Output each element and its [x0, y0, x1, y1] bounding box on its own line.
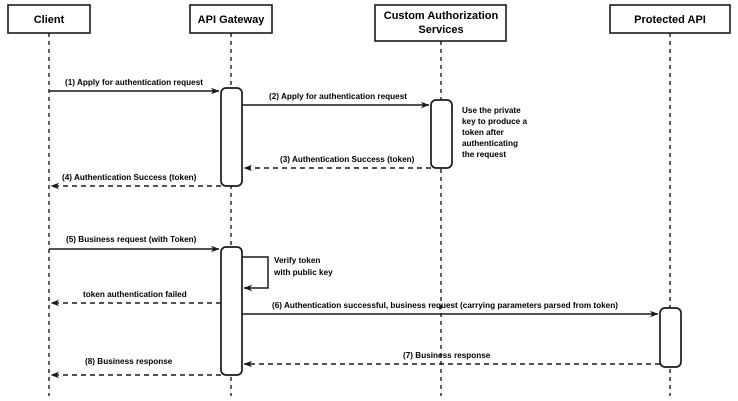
- actor-label-protected-api: Protected API: [634, 14, 706, 26]
- note-private-key: Use the private key to produce a token a…: [462, 106, 528, 159]
- actor-box-protected-api[interactable]: [609, 4, 731, 34]
- message-4[interactable]: (4) Authentication Success (token): [50, 173, 221, 190]
- actor-label-custom-authorization-services-line2: Services: [418, 24, 463, 36]
- activation-bar-api-gateway-auth: [220, 87, 243, 187]
- activation-bar-protected-api: [659, 307, 682, 368]
- message-5-label: (5) Business request (with Token): [66, 235, 197, 244]
- message-3-label: (3) Authentication Success (token): [280, 155, 415, 164]
- message-5[interactable]: (5) Business request (with Token): [49, 235, 220, 253]
- activation-bar-api-gateway-business: [220, 246, 243, 376]
- message-6-label: (6) Authentication successful, business …: [272, 301, 618, 310]
- message-6[interactable]: (6) Authentication successful, business …: [242, 301, 659, 318]
- note-private-key-line-2: key to produce a: [462, 117, 528, 126]
- note-private-key-line-4: authenticating: [462, 139, 518, 148]
- self-message-verify-token-label-line2: with public key: [273, 268, 333, 277]
- actor-box-api-gateway[interactable]: [189, 4, 273, 34]
- actor-label-custom-authorization-services-line1: Custom Authorization: [384, 10, 499, 22]
- message-token-authentication-failed[interactable]: token authentication failed: [50, 290, 221, 307]
- message-2-label: (2) Apply for authentication request: [269, 92, 407, 101]
- message-8[interactable]: (8) Business response: [50, 357, 221, 379]
- self-message-verify-token[interactable]: Verify token with public key: [242, 256, 333, 292]
- actor-label-client: Client: [34, 14, 65, 26]
- actor-box-custom-authorization-services[interactable]: [374, 4, 507, 42]
- message-7[interactable]: (7) Business response: [243, 351, 660, 368]
- note-private-key-line-1: Use the private: [462, 106, 521, 115]
- message-8-label: (8) Business response: [85, 357, 173, 366]
- note-private-key-line-5: the request: [462, 150, 506, 159]
- actor-label-api-gateway: API Gateway: [198, 14, 266, 26]
- message-2[interactable]: (2) Apply for authentication request: [242, 92, 430, 109]
- note-private-key-line-3: token after: [462, 128, 505, 137]
- message-7-label: (7) Business response: [403, 351, 491, 360]
- self-message-verify-token-label-line1: Verify token: [274, 256, 320, 265]
- message-token-authentication-failed-label: token authentication failed: [83, 290, 187, 299]
- actor-box-client[interactable]: [7, 4, 91, 34]
- self-message-verify-token-arrow: [242, 256, 269, 292]
- message-3[interactable]: (3) Authentication Success (token): [243, 155, 431, 172]
- message-1[interactable]: (1) Apply for authentication request: [49, 78, 220, 95]
- message-1-label: (1) Apply for authentication request: [65, 78, 203, 87]
- message-4-label: (4) Authentication Success (token): [62, 173, 197, 182]
- activation-bar-custom-authorization-services: [430, 99, 453, 169]
